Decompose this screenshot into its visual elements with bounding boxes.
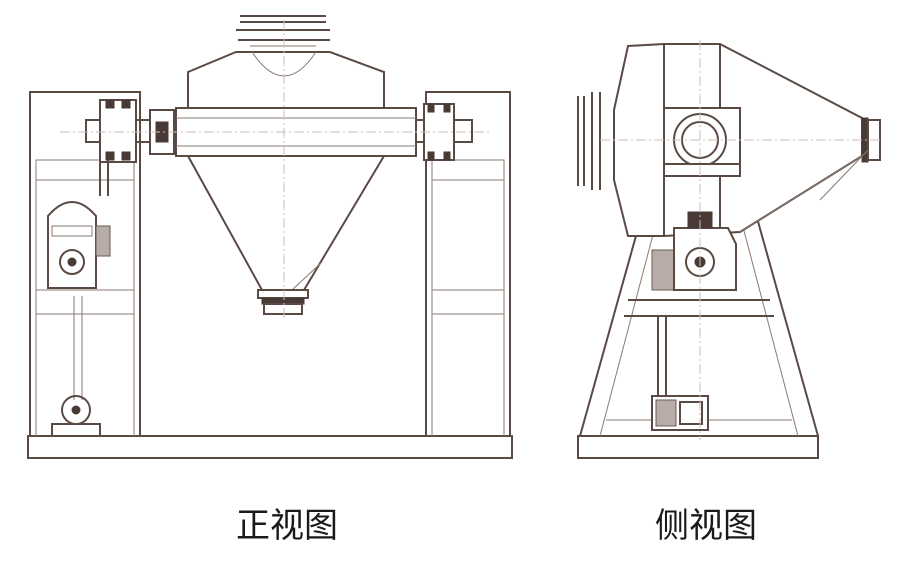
front-motor bbox=[51, 395, 101, 437]
front-view-caption: 正视图 bbox=[236, 506, 338, 546]
side-base-frame bbox=[577, 435, 819, 459]
front-right-support bbox=[425, 91, 511, 437]
front-gear-reducer bbox=[47, 201, 111, 289]
side-motor bbox=[651, 395, 709, 431]
side-feed-cover bbox=[577, 92, 601, 190]
front-vessel-cone bbox=[186, 155, 386, 291]
front-vessel-upper bbox=[187, 51, 385, 109]
front-view-drawing bbox=[27, 15, 513, 459]
front-base-frame bbox=[27, 435, 513, 459]
side-bearing-housing bbox=[663, 107, 741, 177]
front-discharge-valve bbox=[257, 289, 309, 315]
side-view-drawing bbox=[577, 40, 881, 459]
side-gear-reducer bbox=[651, 211, 737, 291]
front-top-cover bbox=[236, 15, 330, 47]
side-view-caption: 侧视图 bbox=[655, 506, 757, 546]
front-left-bearing bbox=[85, 99, 175, 163]
